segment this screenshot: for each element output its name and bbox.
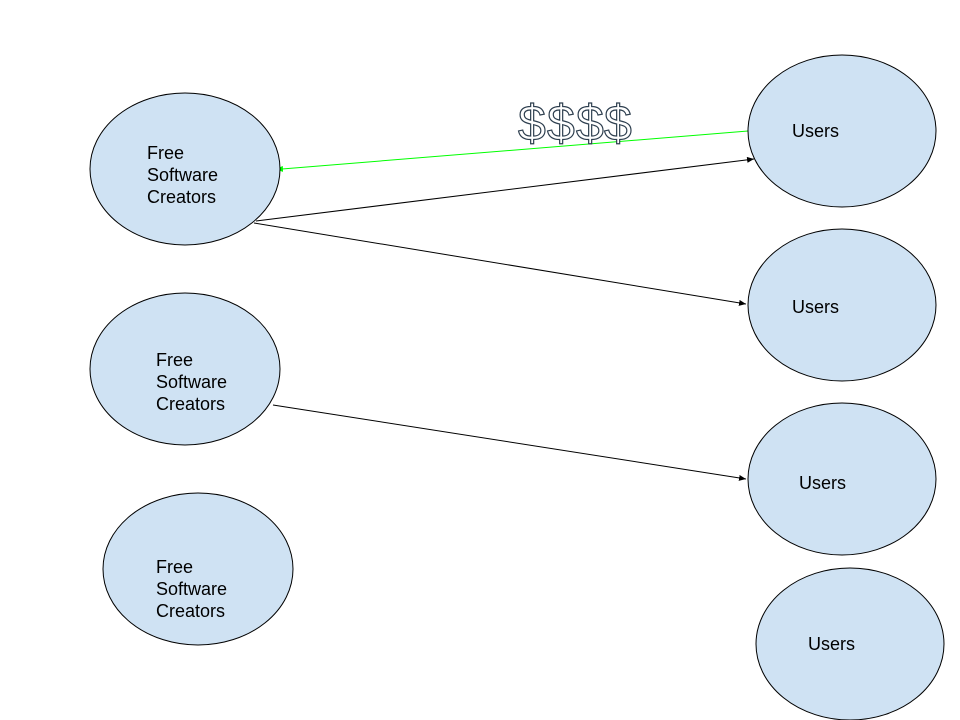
payment-arrow [276, 130, 749, 172]
creator-node-label-line: Free [156, 350, 193, 370]
users-node-label: Users [792, 297, 839, 317]
creator-node-label-line: Software [156, 372, 227, 392]
users-node-shape [747, 228, 937, 382]
creator-node-shape [102, 492, 294, 646]
creator-node-label-line: Creators [156, 394, 225, 414]
creator-node-label-line: Free [147, 143, 184, 163]
dollar-sign-icon: $ [576, 95, 604, 151]
creator-node-label-line: Software [156, 579, 227, 599]
creator-node: Free Software Creators [89, 92, 281, 246]
dollar-sign-icon: $ [604, 95, 632, 151]
distribution-arrow [255, 156, 755, 222]
users-node-shape [755, 567, 945, 720]
users-node: Users [747, 228, 937, 382]
dollar-sign-icon: $ [547, 95, 575, 151]
distribution-arrow [272, 404, 747, 481]
payment-symbols: $ $ $ $ [517, 94, 632, 151]
creator-node-label: Free Software Creators [147, 143, 223, 207]
creator-node-label-line: Creators [147, 187, 216, 207]
users-node-label: Users [808, 634, 855, 654]
dollar-sign-icon: $ [518, 95, 546, 151]
creator-node-shape [89, 92, 281, 246]
users-node-label: Users [799, 473, 846, 493]
creator-node: Free Software Creators [89, 292, 281, 446]
creator-node-label: Free Software Creators [156, 557, 232, 621]
users-node: Users [747, 402, 937, 556]
users-node: Users [747, 54, 937, 208]
creator-node: Free Software Creators [102, 492, 294, 646]
users-node: Users [755, 567, 945, 720]
creator-node-label-line: Creators [156, 601, 225, 621]
distribution-arrow [253, 222, 747, 306]
users-node-shape [747, 402, 937, 556]
creator-node-label-line: Free [156, 557, 193, 577]
creator-node-label-line: Software [147, 165, 218, 185]
users-node-label: Users [792, 121, 839, 141]
creator-node-label: Free Software Creators [156, 350, 232, 414]
creator-node-shape [89, 292, 281, 446]
users-node-shape [747, 54, 937, 208]
